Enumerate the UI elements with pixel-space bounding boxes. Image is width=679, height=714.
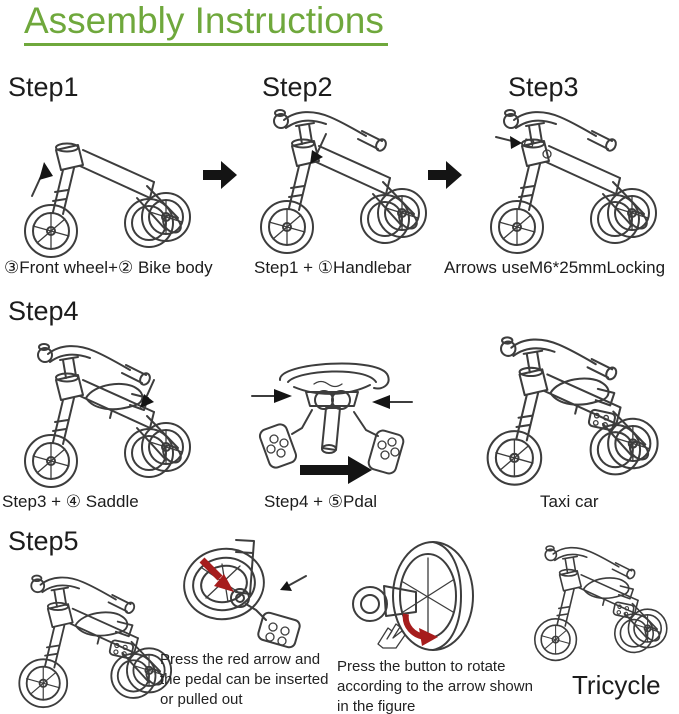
- tricycle-illustration: [518, 534, 678, 670]
- right-arrow-icon: [203, 161, 237, 189]
- tricycle-label: Tricycle: [572, 670, 661, 700]
- step2-frame-handlebar-illustration: [260, 109, 427, 254]
- wheel-rotate-button-illustration: [352, 541, 474, 651]
- wheel-pedal-red-arrow-illustration: [183, 539, 307, 649]
- step4-caption-pedal: Step4 + ⑤Pdal: [264, 492, 378, 511]
- step2-heading: Step2: [262, 72, 333, 102]
- step4-saddle-illustration: [24, 343, 191, 488]
- right-arrow-icon: [428, 161, 462, 189]
- taxi-car-bike-illustration: [466, 331, 672, 488]
- step1-heading: Step1: [8, 72, 79, 102]
- taxi-car-caption: Taxi car: [540, 492, 599, 511]
- step3-caption: Arrows useM6*25mmLocking: [444, 258, 666, 277]
- page-title: Assembly Instructions: [24, 1, 388, 46]
- step1-bike-frame-illustration: [24, 142, 191, 258]
- pedal-assembly-illustration: [251, 362, 413, 484]
- step1-caption: ③Front wheel+② Bike body: [4, 258, 213, 277]
- step4-caption-saddle: Step3 + ④ Saddle: [2, 492, 139, 511]
- pedal-note: Press the red arrow and the pedal can be…: [160, 651, 329, 708]
- step2-caption: Step1 + ①Handlebar: [254, 258, 412, 277]
- rotate-note: Press the button to rotate according to …: [337, 658, 533, 714]
- step3-heading: Step3: [508, 72, 579, 102]
- step5-bike-illustration: [0, 570, 184, 710]
- step5-heading: Step5: [8, 526, 79, 556]
- step4-heading: Step4: [8, 296, 79, 326]
- step3-locking-screw-illustration: [490, 109, 657, 254]
